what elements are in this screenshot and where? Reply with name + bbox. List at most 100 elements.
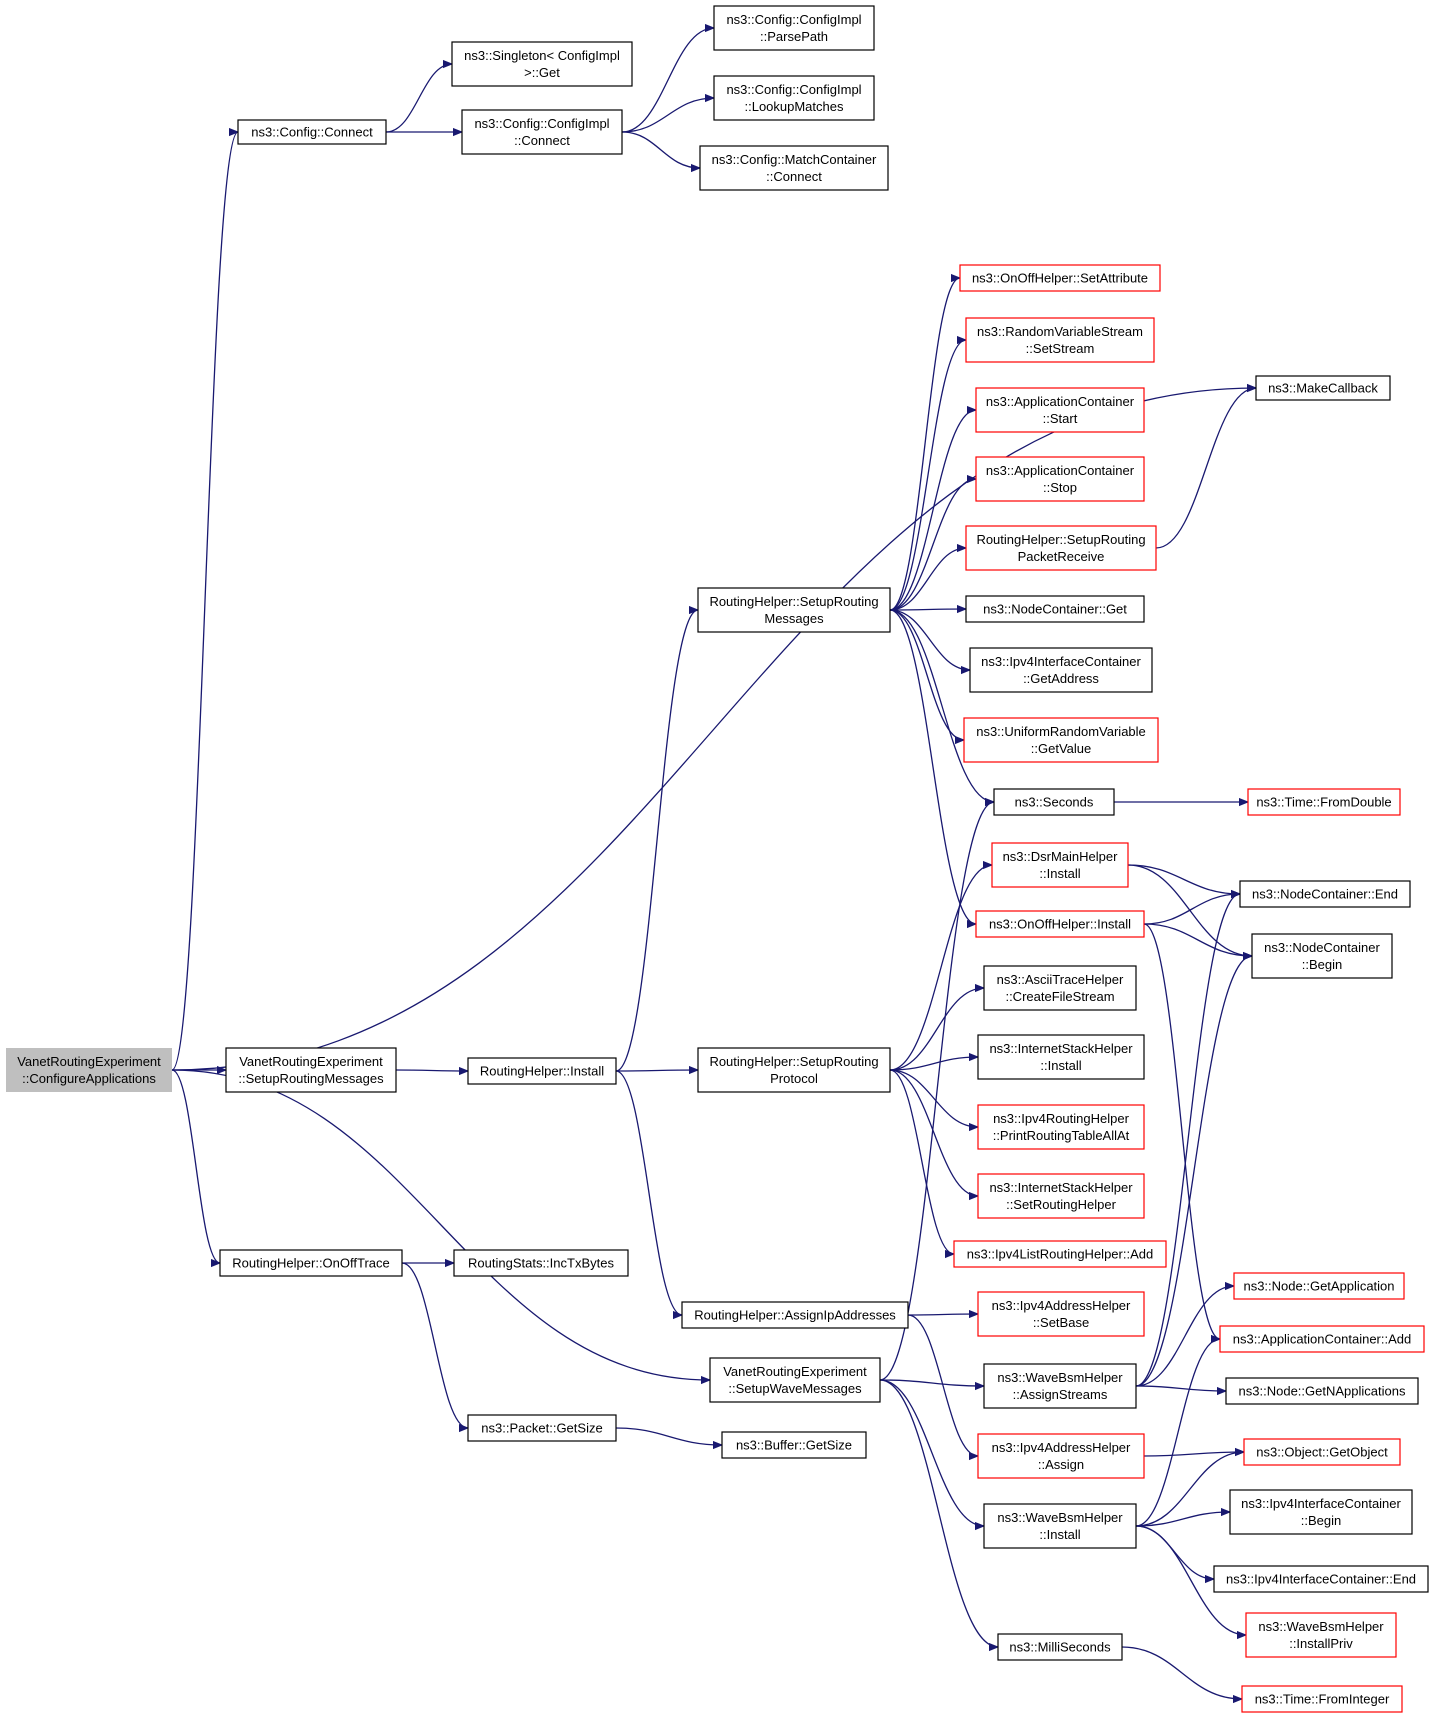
node-label-line: ns3::InternetStackHelper <box>989 1041 1133 1056</box>
edge-onoff-install-to-appcontainer-add <box>1143 923 1221 1339</box>
node-label-line: ::Start <box>1043 411 1078 426</box>
node-box <box>1247 788 1401 816</box>
node-label-line: ns3::NodeContainer <box>1264 940 1380 955</box>
node-box <box>1241 1685 1403 1713</box>
node-wavebsm-install[interactable]: ns3::WaveBsmHelper::Install <box>983 1503 1137 1549</box>
node-vre-setup-routing-messages[interactable]: VanetRoutingExperiment::SetupRoutingMess… <box>225 1047 397 1093</box>
node-box <box>983 965 1137 1011</box>
node-label-line: ::LookupMatches <box>744 99 844 114</box>
node-label-line: ns3::ApplicationContainer::Add <box>1233 1332 1412 1347</box>
node-milliseconds[interactable]: ns3::MilliSeconds <box>997 1633 1123 1661</box>
node-label-line: VanetRoutingExperiment <box>17 1054 161 1069</box>
node-box <box>681 1301 909 1329</box>
node-setup-routing-messages-rh[interactable]: RoutingHelper::SetupRoutingMessages <box>697 587 891 633</box>
node-rh-assign-ip[interactable]: RoutingHelper::AssignIpAddresses <box>681 1301 909 1329</box>
node-singleton-get[interactable]: ns3::Singleton< ConfigImpl>::Get <box>451 41 633 87</box>
node-rh-install[interactable]: RoutingHelper::Install <box>467 1057 617 1085</box>
node-make-callback[interactable]: ns3::MakeCallback <box>1255 375 1391 401</box>
node-label-line: RoutingStats::IncTxBytes <box>468 1256 614 1271</box>
node-parse-path[interactable]: ns3::Config::ConfigImpl::ParsePath <box>713 5 875 51</box>
node-ipv4addr-setbase[interactable]: ns3::Ipv4AddressHelper::SetBase <box>977 1291 1145 1337</box>
node-label-line: ns3::OnOffHelper::Install <box>989 917 1131 932</box>
node-appcontainer-start[interactable]: ns3::ApplicationContainer::Start <box>975 387 1145 433</box>
node-match-container-connect[interactable]: ns3::Config::MatchContainer::Connect <box>699 145 889 191</box>
node-packet-getsize[interactable]: ns3::Packet::GetSize <box>467 1414 617 1442</box>
node-label-line: ::Install <box>1039 1527 1080 1542</box>
node-rh-onofftrace[interactable]: RoutingHelper::OnOffTrace <box>219 1249 403 1277</box>
node-label-line: ::Connect <box>514 133 570 148</box>
node-ipv4addr-assign[interactable]: ns3::Ipv4AddressHelper::Assign <box>977 1433 1145 1479</box>
node-label-line: ns3::Config::ConfigImpl <box>474 116 609 131</box>
node-box <box>975 387 1145 433</box>
node-label-line: ns3::Config::ConfigImpl <box>726 82 861 97</box>
node-box <box>991 842 1129 888</box>
node-nodecontainer-begin[interactable]: ns3::NodeContainer::Begin <box>1251 933 1393 979</box>
node-lookup-matches[interactable]: ns3::Config::ConfigImpl::LookupMatches <box>713 75 875 121</box>
node-ascii-createfilestream[interactable]: ns3::AsciiTraceHelper::CreateFileStream <box>983 965 1137 1011</box>
node-label-line: ::InstallPriv <box>1289 1636 1353 1651</box>
node-ipv4ic-end[interactable]: ns3::Ipv4InterfaceContainer::End <box>1213 1565 1429 1593</box>
edge-rh-install-to-setup-routing-protocol <box>615 1070 698 1071</box>
node-box <box>1233 1272 1405 1300</box>
node-routingstats-inctx[interactable]: RoutingStats::IncTxBytes <box>453 1249 629 1277</box>
node-box <box>467 1414 617 1442</box>
node-ipv4listrouting-add[interactable]: ns3::Ipv4ListRoutingHelper::Add <box>953 1240 1167 1268</box>
node-box <box>697 587 891 633</box>
node-label-line: ns3::Seconds <box>1015 795 1094 810</box>
node-nodecontainer-get[interactable]: ns3::NodeContainer::Get <box>965 595 1145 623</box>
edge-setup-routing-messages-rh-to-rvs-setstream <box>889 340 967 611</box>
node-label-line: VanetRoutingExperiment <box>239 1054 383 1069</box>
node-onoff-setattribute[interactable]: ns3::OnOffHelper::SetAttribute <box>959 264 1161 292</box>
edge-configimpl-connect-to-match-container-connect <box>621 131 700 168</box>
node-config-connect[interactable]: ns3::Config::Connect <box>237 119 387 145</box>
node-vre-setup-wave[interactable]: VanetRoutingExperiment::SetupWaveMessage… <box>709 1357 881 1403</box>
edge-vre-setup-wave-to-wavebsm-assignstreams <box>879 1379 984 1386</box>
node-time-frominteger[interactable]: ns3::Time::FromInteger <box>1241 1685 1403 1713</box>
node-urv-getvalue[interactable]: ns3::UniformRandomVariable::GetValue <box>963 717 1159 763</box>
node-node-getnapplications[interactable]: ns3::Node::GetNApplications <box>1225 1377 1419 1405</box>
node-label-line: ::AssignStreams <box>1013 1387 1108 1402</box>
node-ipv4rh-print[interactable]: ns3::Ipv4RoutingHelper::PrintRoutingTabl… <box>977 1104 1145 1150</box>
node-label-line: ns3::Config::MatchContainer <box>712 152 877 167</box>
node-box <box>977 1433 1145 1479</box>
node-ipv4ic-begin[interactable]: ns3::Ipv4InterfaceContainer::Begin <box>1229 1489 1413 1535</box>
edge-vre-setup-wave-to-seconds <box>879 802 995 1381</box>
node-seconds[interactable]: ns3::Seconds <box>993 788 1115 816</box>
node-label-line: ::Install <box>1039 866 1080 881</box>
node-label-line: ns3::DsrMainHelper <box>1003 849 1119 864</box>
node-box <box>983 1363 1137 1409</box>
node-node-getapplication[interactable]: ns3::Node::GetApplication <box>1233 1272 1405 1300</box>
node-ipv4ic-getaddress[interactable]: ns3::Ipv4InterfaceContainer::GetAddress <box>969 647 1153 693</box>
node-appcontainer-add[interactable]: ns3::ApplicationContainer::Add <box>1219 1325 1425 1353</box>
node-wavebsm-assignstreams[interactable]: ns3::WaveBsmHelper::AssignStreams <box>983 1363 1137 1409</box>
node-box <box>461 109 623 155</box>
node-time-fromdouble[interactable]: ns3::Time::FromDouble <box>1247 788 1401 816</box>
node-label-line: ns3::Config::Connect <box>251 125 373 140</box>
node-configimpl-connect[interactable]: ns3::Config::ConfigImpl::Connect <box>461 109 623 155</box>
node-label-line: ns3::NodeContainer::End <box>1252 887 1398 902</box>
node-object-getobject[interactable]: ns3::Object::GetObject <box>1243 1438 1401 1466</box>
edge-root-to-vre-setup-wave <box>171 1069 710 1380</box>
node-box <box>965 525 1157 571</box>
node-dsrmain-install[interactable]: ns3::DsrMainHelper::Install <box>991 842 1129 888</box>
node-box <box>965 317 1155 363</box>
node-onoff-install[interactable]: ns3::OnOffHelper::Install <box>975 910 1145 938</box>
node-wavebsm-installpriv[interactable]: ns3::WaveBsmHelper::InstallPriv <box>1245 1612 1397 1658</box>
node-rvs-setstream[interactable]: ns3::RandomVariableStream::SetStream <box>965 317 1155 363</box>
node-buffer-getsize[interactable]: ns3::Buffer::GetSize <box>721 1431 867 1459</box>
node-label-line: ns3::WaveBsmHelper <box>997 1510 1123 1525</box>
node-box <box>1229 1489 1413 1535</box>
node-label-line: ns3::InternetStackHelper <box>989 1180 1133 1195</box>
node-nodecontainer-end[interactable]: ns3::NodeContainer::End <box>1239 880 1411 908</box>
node-internetstack-install[interactable]: ns3::InternetStackHelper::Install <box>977 1034 1145 1080</box>
node-internetstack-setrouting[interactable]: ns3::InternetStackHelper::SetRoutingHelp… <box>977 1173 1145 1219</box>
node-appcontainer-stop[interactable]: ns3::ApplicationContainer::Stop <box>975 456 1145 502</box>
node-label-line: ::PrintRoutingTableAllAt <box>993 1128 1130 1143</box>
node-root[interactable]: VanetRoutingExperiment::ConfigureApplica… <box>6 1048 172 1092</box>
edge-wavebsm-install-to-object-getobject <box>1135 1452 1244 1527</box>
edge-vre-setup-wave-to-milliseconds <box>879 1379 998 1647</box>
node-label-line: ns3::UniformRandomVariable <box>976 724 1146 739</box>
